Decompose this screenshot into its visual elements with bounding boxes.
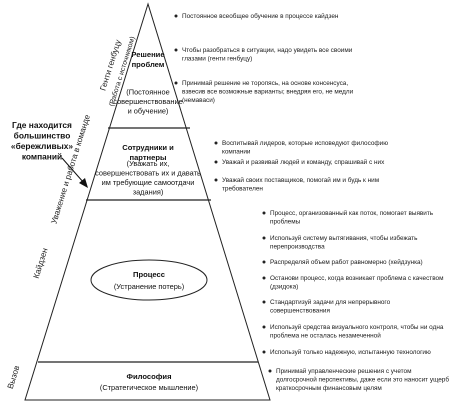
bullet-base-1-line-cont: долгосрочной перспективы, даже если это …: [276, 375, 449, 383]
bullet-process-1: Процесс, организованный как поток, помог…: [270, 209, 434, 225]
bullet-top-2: Чтобы разобраться в ситуации, надо увиде…: [182, 46, 353, 62]
bullet-process-1-line-cont: проблемы: [270, 217, 301, 225]
bullet-process-2-line-cont: перепроизводства: [270, 243, 325, 250]
bullets-process: Процесс, организованный как поток, помог…: [262, 209, 444, 356]
level-people-subtitle-line-cont: задания): [133, 187, 164, 196]
level-people-subtitle-line-cont: им требующие самоотдачи: [102, 178, 195, 187]
process-ellipse: [90, 259, 208, 301]
level-top-title-line-cont: проблем: [132, 60, 165, 69]
bullet-dot: [174, 48, 178, 52]
bullet-process-2: Используй систему вытягивания, чтобы изб…: [270, 234, 418, 250]
bullet-people-2: Уважай и развивай людей и команду, спраш…: [222, 158, 385, 166]
bullet-top-1-line: Постоянное всеобщее обучение в процессе …: [182, 12, 339, 20]
lean-companies-callout-line-cont: большинство: [14, 131, 71, 141]
bullet-people-1: Воспитывай лидеров, которые исповедуют ф…: [222, 139, 388, 155]
bullet-process-2-line: Используй систему вытягивания, чтобы изб…: [270, 234, 418, 242]
lean-companies-callout-line-cont: компаний: [22, 152, 62, 162]
bullet-people-1-line-cont: компании: [222, 148, 251, 155]
bullet-process-4-line: Останови процесс, когда возникает пробле…: [270, 274, 444, 282]
side-label-kaizen-text: Кайдзен: [32, 247, 50, 280]
bullet-process-7-line: Используй только надежную, испытанную те…: [270, 348, 431, 356]
level-people-subtitle: (Уважать их,совершенствовать их и давать…: [95, 159, 201, 197]
bullet-top-3: Принимай решение не торопясь, на основе …: [182, 79, 354, 104]
bullet-process-6: Используй средства визуального контроля,…: [270, 323, 444, 339]
bullet-top-2-line-cont: глазами (генти генбуцу): [182, 54, 252, 62]
level-process-subtitle: (Устранение потерь): [114, 282, 184, 291]
bullet-dot: [214, 160, 218, 164]
bullet-process-6-line: Используй средства визуального контроля,…: [270, 323, 444, 331]
lean-companies-callout-line: Где находится: [12, 120, 72, 130]
bullet-process-5-line: Стандартизуй задачи для непрерывного: [270, 298, 391, 306]
callout-arrowhead: [79, 178, 88, 188]
bullets-people: Воспитывай лидеров, которые исповедуют ф…: [214, 139, 388, 192]
level-top-subtitle-line: (Постоянное: [126, 88, 169, 97]
level-people-title-line-cont: партнеры: [129, 153, 166, 162]
bullet-dot: [262, 211, 266, 215]
bullet-base-1: Принимай управленческие решения с учетом…: [276, 367, 449, 392]
bullet-process-6-line-cont: проблема не осталась незамеченной: [270, 331, 381, 339]
level-base-subtitle-line: (Стратегическое мышление): [100, 383, 198, 392]
bullet-people-3-line-cont: требователен: [222, 184, 263, 192]
bullet-people-3-line: Уважай своих поставщиков, помогай им и б…: [222, 176, 379, 184]
side-label-kaizen: Кайдзен: [32, 247, 50, 280]
bullet-people-3: Уважай своих поставщиков, помогай им и б…: [222, 176, 379, 192]
bullet-top-3-line: Принимай решение не торопясь, на основе …: [182, 79, 348, 87]
bullet-base-1-line-cont: краткосрочным финансовым целям: [276, 385, 382, 392]
bullet-dot: [262, 260, 266, 264]
bullet-dot: [214, 178, 218, 182]
bullet-process-3: Распределяй объем работ равномерно (хейд…: [270, 258, 423, 266]
level-base-title: Философия: [126, 372, 171, 381]
side-label-challenge: Вызов: [6, 364, 22, 390]
bullet-dot: [174, 14, 178, 18]
bullet-dot: [262, 325, 266, 329]
lean-companies-callout-line-cont: «бережливых»: [11, 141, 74, 151]
bullet-dot: [262, 236, 266, 240]
bullet-base-1-line: Принимай управленческие решения с учетом: [276, 367, 411, 375]
bullet-process-4-line-cont: (дзидока): [270, 283, 298, 290]
bullet-dot: [268, 369, 272, 373]
bullet-process-1-line: Процесс, организованный как поток, помог…: [270, 209, 434, 217]
bullet-top-3-line-cont: взвесив все возможные варианты; внедряя …: [182, 88, 354, 95]
level-process-subtitle-line: (Устранение потерь): [114, 282, 184, 291]
level-process-title-line: Процесс: [133, 270, 165, 279]
bullet-dot: [174, 81, 178, 85]
level-people-title-line: Сотрудники и: [122, 143, 174, 152]
bullet-top-3-line-cont: (немаваси): [182, 97, 215, 104]
level-base-title-line: Философия: [126, 372, 171, 381]
level-people-subtitle-line: (Уважать их,: [127, 159, 170, 168]
pyramid-outline: [24, 2, 271, 401]
bullet-dot: [214, 141, 218, 145]
bullet-process-5-line-cont: совершенствования: [270, 307, 330, 314]
bullet-process-4: Останови процесс, когда возникает пробле…: [270, 274, 444, 290]
bullet-people-2-line: Уважай и развивай людей и команду, спраш…: [222, 158, 385, 166]
bullet-process-7: Используй только надежную, испытанную те…: [270, 348, 431, 356]
level-base-subtitle: (Стратегическое мышление): [100, 383, 198, 392]
bullet-people-1-line: Воспитывай лидеров, которые исповедуют ф…: [222, 139, 388, 147]
bullet-top-1: Постоянное всеобщее обучение в процессе …: [182, 12, 339, 20]
bullet-process-3-line: Распределяй объем работ равномерно (хейд…: [270, 258, 423, 266]
bullet-dot: [262, 300, 266, 304]
bullets-base: Принимай управленческие решения с учетом…: [268, 367, 449, 392]
level-top-title-line: Решение: [131, 50, 164, 59]
callout-arrow-line: [61, 157, 85, 184]
level-top-subtitle-line-cont: и обучение): [128, 107, 169, 116]
side-label-challenge-text: Вызов: [6, 364, 22, 390]
bullets-top: Постоянное всеобщее обучение в процессе …: [174, 12, 354, 104]
bullet-top-2-line: Чтобы разобраться в ситуации, надо увиде…: [182, 46, 353, 54]
level-people-subtitle-line-cont: совершенствовать их и давать: [95, 168, 201, 177]
level-process-title: Процесс: [133, 270, 165, 279]
bullet-dot: [262, 276, 266, 280]
level-top-subtitle-line-cont: совершенствование: [113, 97, 182, 106]
bullet-dot: [262, 350, 266, 354]
